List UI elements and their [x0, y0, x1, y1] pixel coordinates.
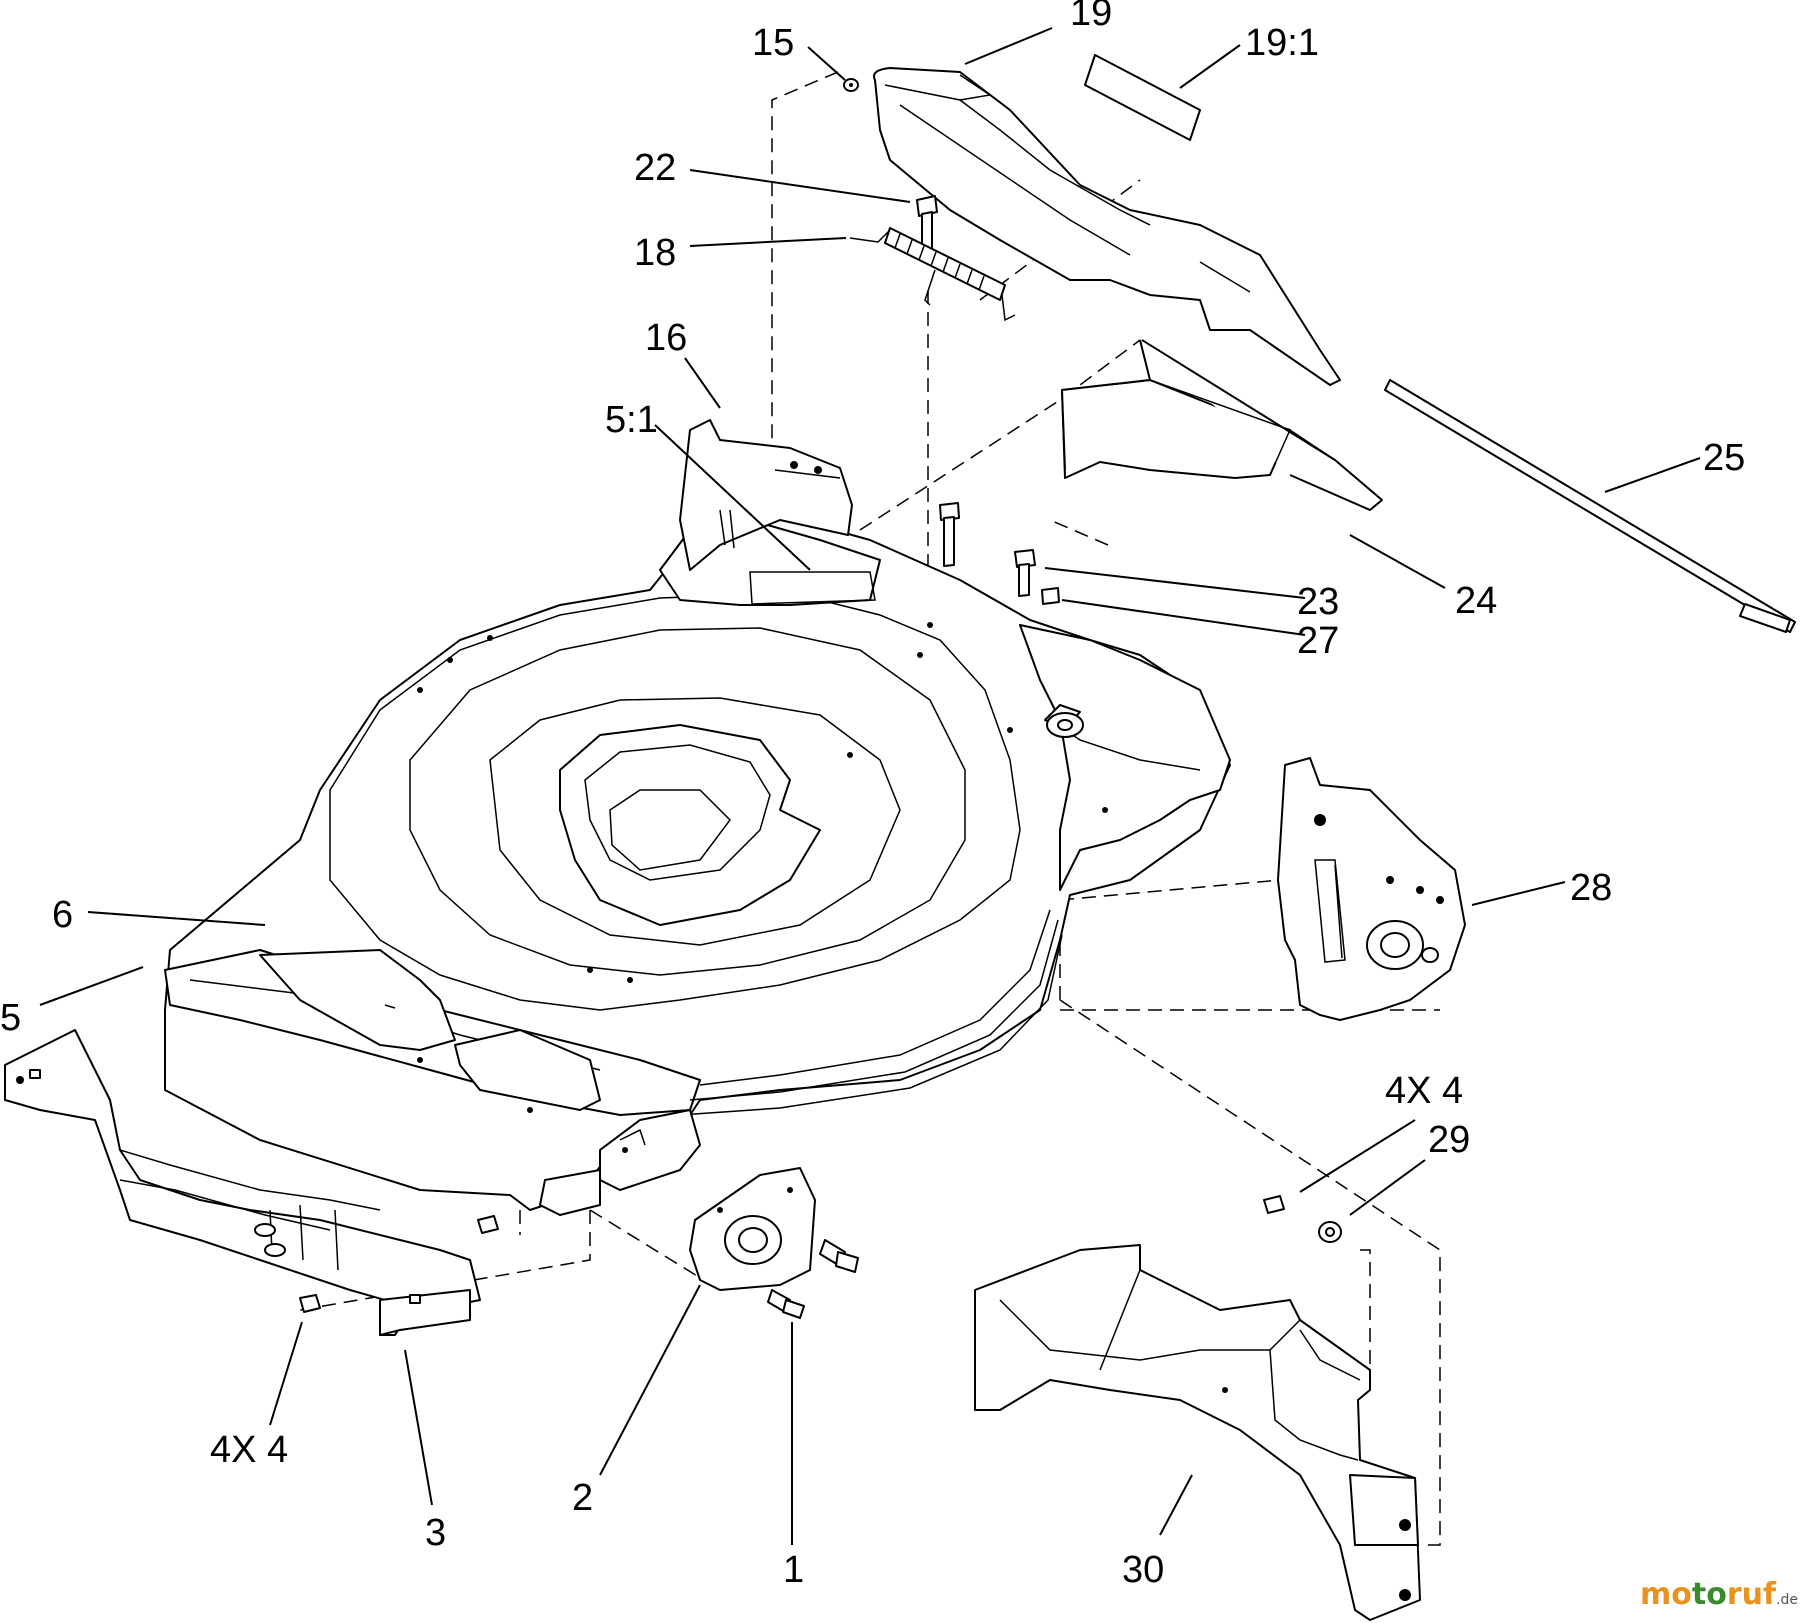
part-27-bolt	[1041, 587, 1060, 605]
callout-4x4-right: 4X 4	[1385, 1070, 1463, 1112]
callout-19-1: 19:1	[1245, 22, 1319, 64]
part-23-bolt	[1014, 549, 1036, 597]
part-18-spring	[849, 227, 1016, 322]
callout-15: 15	[752, 22, 794, 64]
callout-16: 16	[645, 317, 687, 359]
part-15-nut	[843, 78, 859, 92]
mower-deck	[164, 514, 1231, 1216]
part-16-bracket	[679, 419, 853, 571]
callout-22: 22	[634, 147, 676, 189]
callout-labels: 15 19 19:1 22 18 16 5:1 25 24 23 27 28 6…	[0, 0, 1745, 1591]
callout-28: 28	[1570, 867, 1612, 909]
part-25-rod	[1384, 379, 1796, 633]
part-1-bolt-b	[767, 1289, 805, 1319]
watermark-ruf: ruf	[1727, 1577, 1777, 1612]
part-28-bracket	[1277, 757, 1466, 1021]
callout-29: 29	[1428, 1119, 1470, 1161]
part-30-rear-door	[974, 1244, 1421, 1621]
vertical-bolt	[939, 502, 960, 567]
part-24-baffle	[1061, 339, 1383, 511]
part-19-handle-bracket	[873, 67, 1341, 386]
callout-4x4-left: 4X 4	[210, 1429, 288, 1471]
svg-text:motoruf.de: motoruf.de	[1640, 1577, 1798, 1612]
nut-right	[1263, 1195, 1285, 1214]
part-1-bolt-a	[819, 1239, 859, 1273]
nut-left-lower	[299, 1294, 321, 1313]
callout-5-1: 5:1	[605, 399, 658, 441]
leader-lines	[39, 27, 1701, 1545]
callout-3: 3	[425, 1512, 446, 1554]
callout-23: 23	[1297, 581, 1339, 623]
watermark-mo: mo	[1640, 1577, 1692, 1612]
part-2-bracket	[689, 1167, 816, 1291]
motoruf-watermark-logo: motoruf.de	[1640, 1577, 1798, 1612]
callout-18: 18	[634, 232, 676, 274]
callout-30: 30	[1122, 1549, 1164, 1591]
callout-24: 24	[1455, 580, 1497, 622]
watermark-tld: .de	[1776, 1592, 1798, 1608]
part-19-1-decal	[1084, 54, 1201, 141]
callout-5: 5	[0, 997, 21, 1039]
callout-6: 6	[52, 894, 73, 936]
part-29-washer	[1318, 1221, 1342, 1243]
callout-25: 25	[1703, 437, 1745, 479]
callout-27: 27	[1297, 620, 1339, 662]
callout-2: 2	[572, 1477, 593, 1519]
callout-1: 1	[783, 1549, 804, 1591]
watermark-to: to	[1692, 1577, 1727, 1612]
callout-19: 19	[1070, 0, 1112, 34]
nut-left-upper	[477, 1215, 499, 1234]
part-5-bumper	[4, 1029, 481, 1336]
